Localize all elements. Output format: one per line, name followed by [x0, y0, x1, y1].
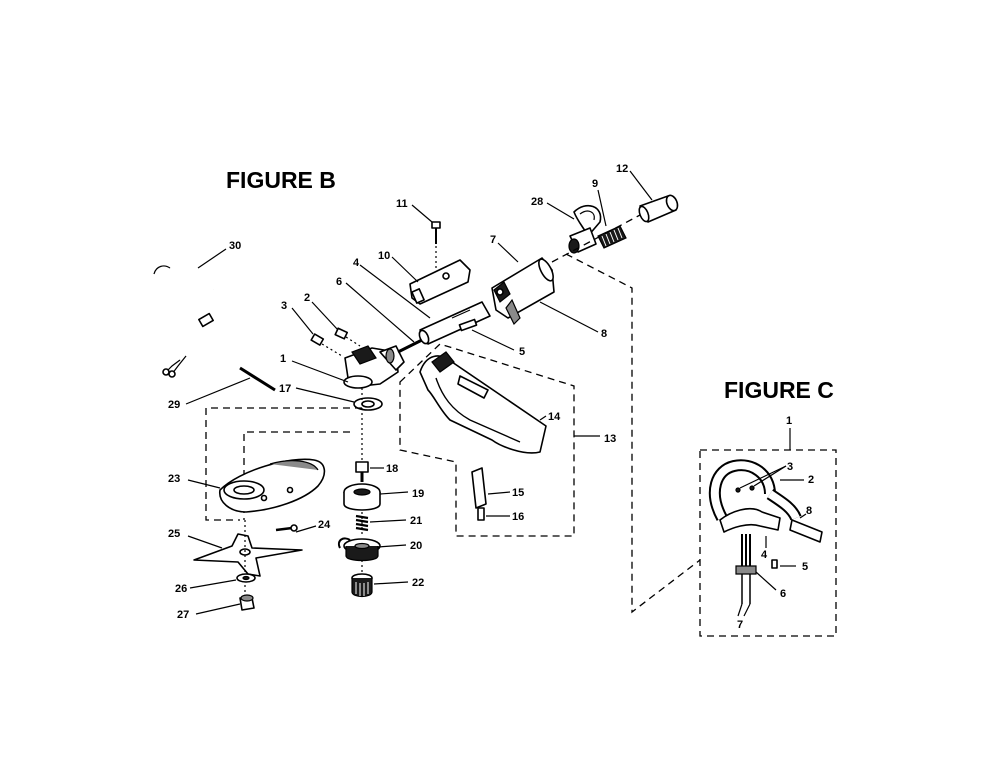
- part-23-guard: [219, 458, 326, 513]
- figure-c-label-7: 7: [737, 619, 743, 631]
- label-1: 1: [280, 353, 286, 365]
- part-5-clip: [458, 318, 478, 332]
- label-14: 14: [548, 411, 561, 423]
- label-27: 27: [177, 609, 189, 621]
- figure-c-label-2: 2: [808, 474, 814, 486]
- figure-b-title: FIGURE B: [226, 167, 336, 193]
- part-2-screw: [334, 327, 361, 347]
- label-20: 20: [410, 540, 422, 552]
- label-22: 22: [412, 577, 424, 589]
- label-4: 4: [353, 257, 360, 269]
- label-2: 2: [304, 292, 310, 304]
- figure-c-bike-handle: [708, 459, 823, 543]
- part-15-bracket: [471, 467, 487, 509]
- label-18: 18: [386, 463, 398, 475]
- label-11: 11: [396, 198, 408, 210]
- figure-c-label-4: 4: [761, 549, 768, 561]
- part-29-hex-key: [239, 366, 276, 392]
- part-21-spring: [355, 514, 369, 532]
- part-26-washer: [236, 573, 256, 583]
- part-7-housing: [491, 257, 555, 326]
- label-13: 13: [604, 433, 616, 445]
- label-9: 9: [592, 178, 598, 190]
- figure-c-label-1: 1: [786, 415, 792, 427]
- part-12-tube-cap: [638, 194, 679, 223]
- part-3-screw: [310, 333, 343, 357]
- part-19-hub: [343, 483, 381, 511]
- part-1-gear-head: [343, 345, 405, 389]
- part-14-handle-cover: [419, 351, 547, 454]
- label-29: 29: [168, 399, 180, 411]
- label-6: 6: [336, 276, 342, 288]
- part-17-bearing: [353, 397, 383, 411]
- label-7: 7: [490, 234, 496, 246]
- label-16: 16: [512, 511, 524, 523]
- part-24-screw: [275, 524, 298, 532]
- part-20-spool: [338, 537, 381, 562]
- label-19: 19: [412, 488, 424, 500]
- figure-c-label-6: 6: [780, 588, 786, 600]
- label-30: 30: [229, 240, 241, 252]
- part-18-bolt: [355, 461, 369, 482]
- part-16-screw: [477, 507, 485, 521]
- figure-c-label-3: 3: [787, 461, 793, 473]
- label-25: 25: [168, 528, 180, 540]
- part-25-blade: [193, 533, 303, 577]
- label-24: 24: [318, 519, 331, 531]
- part-4-lower-tube: [418, 301, 491, 345]
- figure-c-bolts: [735, 534, 778, 604]
- part-27-nut: [239, 594, 255, 611]
- label-17: 17: [279, 383, 291, 395]
- part-11-screw: [431, 221, 441, 270]
- figure-c-title: FIGURE C: [724, 377, 834, 403]
- assembly-13-outline: [399, 343, 575, 537]
- part-28-d-handle: [568, 204, 602, 254]
- label-23: 23: [168, 473, 180, 485]
- part-22-bump-knob: [351, 573, 373, 598]
- part-9-spring: [597, 225, 627, 249]
- figure-c-outline: [699, 449, 837, 637]
- label-12: 12: [616, 163, 628, 175]
- label-3: 3: [281, 300, 287, 312]
- label-15: 15: [512, 487, 524, 499]
- label-8: 8: [601, 328, 607, 340]
- label-21: 21: [410, 515, 422, 527]
- label-5: 5: [519, 346, 525, 358]
- part-30-shoulder-strap: [152, 265, 216, 378]
- label-28: 28: [531, 196, 543, 208]
- label-10: 10: [378, 250, 390, 262]
- part-10-bracket: [409, 259, 471, 305]
- figure-c-label-5: 5: [802, 561, 808, 573]
- figure-c-label-8: 8: [806, 505, 812, 517]
- label-26: 26: [175, 583, 187, 595]
